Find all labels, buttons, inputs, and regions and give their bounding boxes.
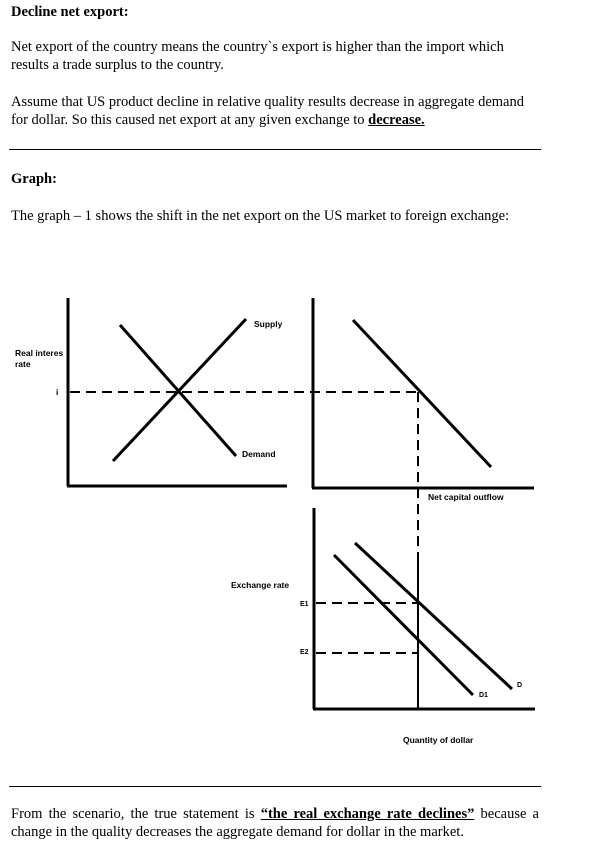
real-interest-label-1: Real interes: [15, 348, 63, 358]
demand-curve-d: [353, 541, 514, 691]
assumption-emphasis: decrease.: [368, 112, 425, 128]
demand-label: Demand: [242, 449, 276, 459]
net-capital-outflow-label: Net capital outflow: [428, 492, 504, 502]
divider-bottom: [9, 786, 541, 787]
divider: [9, 149, 541, 150]
assumption-text: Assume that US product decline in relati…: [11, 94, 524, 128]
quantity-label: Quantity of dollar: [403, 735, 474, 745]
net-capital-outflow-curve: [351, 318, 493, 469]
conclusion-emphasis: “the real exchange rate declines”: [260, 806, 475, 822]
section-heading: Decline net export:: [11, 4, 129, 20]
i-label: i: [56, 387, 58, 397]
conclusion-paragraph: From the scenario, the true statement is…: [11, 805, 539, 841]
e1-label: E1: [300, 601, 309, 608]
graph-heading: Graph:: [11, 171, 57, 187]
supply-label: Supply: [254, 319, 283, 329]
e2-label: E2: [300, 649, 309, 656]
paragraph-assumption: Assume that US product decline in relati…: [11, 93, 541, 129]
demand-curve: [118, 324, 238, 457]
real-interest-label-2: rate: [15, 359, 31, 369]
d-label: D: [517, 682, 522, 689]
demand-curve-d1: [332, 553, 475, 697]
d1-label: D1: [479, 692, 488, 699]
graph-intro: The graph – 1 shows the shift in the net…: [11, 208, 510, 224]
conclusion-suffix: because a change in the quality decrease…: [11, 806, 539, 840]
exchange-rate-label: Exchange rate: [231, 580, 289, 590]
paragraph-net-export: Net export of the country means the coun…: [11, 39, 504, 73]
conclusion-text: From the scenario, the true statement is: [11, 806, 261, 822]
